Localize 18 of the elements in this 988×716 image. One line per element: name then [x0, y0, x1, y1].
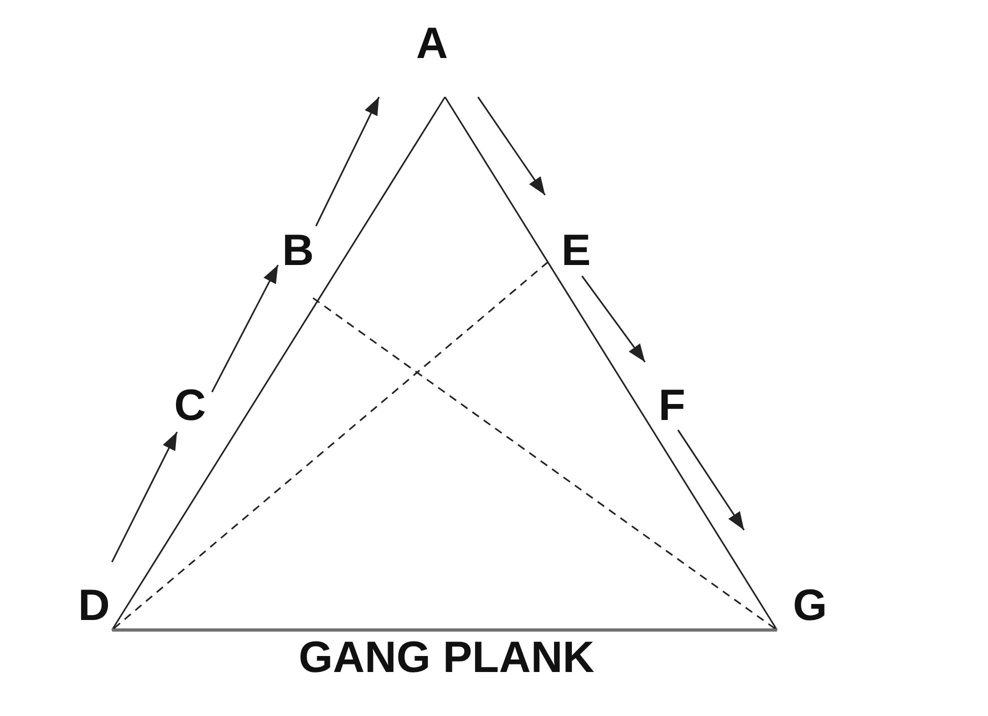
point-label: C: [174, 384, 206, 428]
dashed-line: [111, 261, 549, 631]
arrow: [111, 432, 178, 562]
point-label: D: [78, 584, 110, 628]
dashed-line: [312, 297, 778, 631]
point-label: F: [658, 384, 686, 428]
arrow: [211, 264, 279, 392]
arrow: [677, 430, 745, 530]
arrow: [315, 96, 380, 226]
arrow: [581, 276, 646, 362]
base-line: [112, 628, 777, 632]
point-label: G: [792, 584, 828, 628]
arrow: [477, 96, 546, 196]
point-label: A: [416, 22, 448, 66]
point-label: B: [282, 229, 314, 273]
triangle-side: [111, 96, 446, 630]
point-label: E: [561, 229, 591, 273]
triangle-side: [444, 96, 778, 630]
